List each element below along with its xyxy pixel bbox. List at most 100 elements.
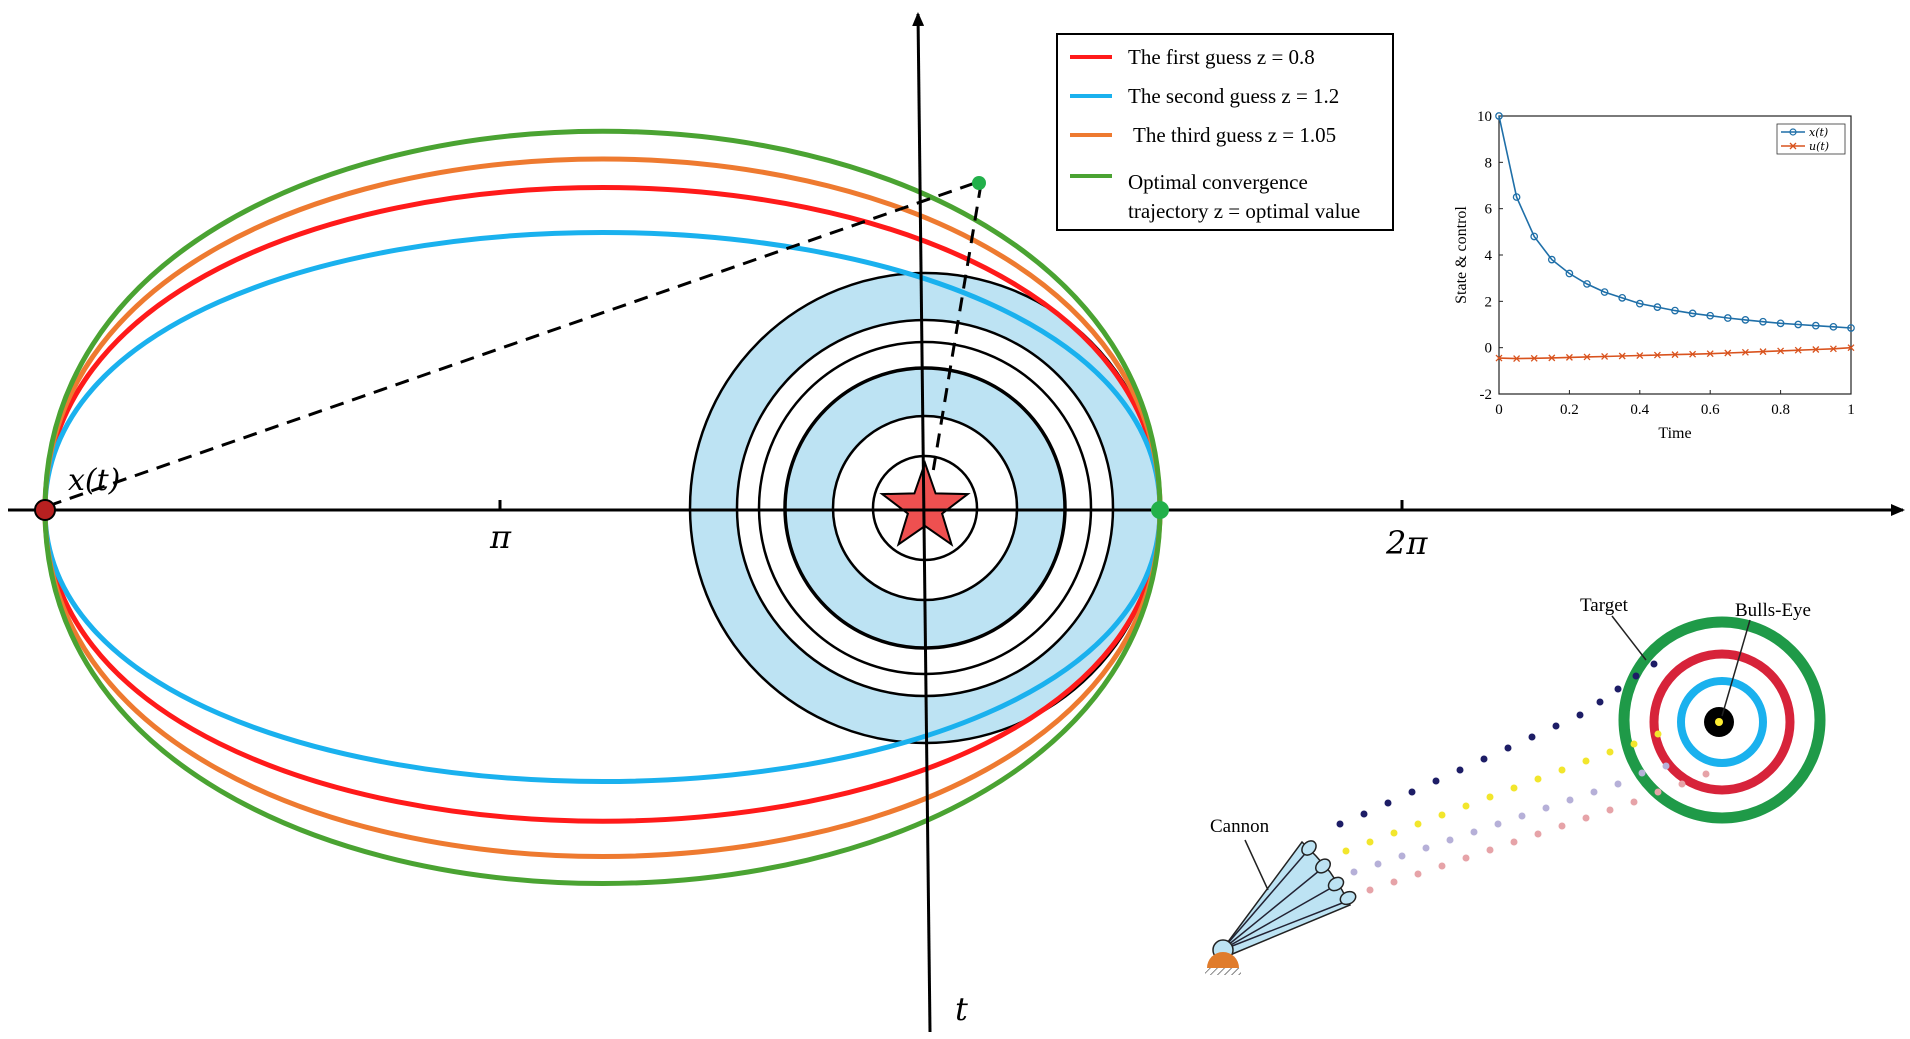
inset-point-u [1583,353,1591,361]
target-ring-green [1618,616,1826,824]
terminal-point [972,176,986,190]
inset-point-x [1706,311,1715,320]
dashed-line-to-endpoint [47,180,979,508]
inset-point-x [1829,322,1838,331]
target-ring-blue [1677,677,1767,767]
inset-point-x [1794,320,1803,329]
target-label: Target [1580,595,1629,616]
cannon-ground [1205,968,1241,975]
inset-x-tick-label: 0 [1495,402,1503,418]
bullseye-callout-line [1721,619,1751,717]
legend: The first guess z = 0.8 The second guess… [1056,33,1394,231]
inset-point-u [1565,353,1573,361]
end-point [1151,501,1169,519]
cannon-muzzle-3 [1327,876,1345,892]
inset-point-x [1811,321,1820,330]
inset-point-x [1776,319,1785,328]
inset-series-line-x [1498,115,1852,329]
inset-legend-label-x: x(t) [1809,126,1828,139]
inset-point-u [1636,352,1644,360]
inset-point-u [1812,346,1820,353]
inset-y-tick-label: 0 [1485,341,1493,357]
inset-point-x [1495,112,1503,120]
inset-point-u [1829,345,1837,353]
inset-point-x [1635,299,1644,308]
cannon-barrel-4 [1221,899,1351,951]
cannon-icon [1205,840,1357,975]
inset-point-x [1847,324,1855,332]
bullseye-dot [1715,718,1723,726]
cannon-scene: Target Bulls-Eye Cannon [1205,595,1826,975]
inset-point-u [1548,354,1556,362]
inset-point-x [1565,269,1574,278]
inset-x-tick-label: 0.4 [1630,402,1649,418]
tick-label-2pi: 2π [1385,524,1428,562]
inset-x-tick-label: 0.8 [1771,402,1790,418]
inset-point-x [1512,193,1521,201]
inset-point-u [1601,353,1609,360]
inset-y-tick-label: -2 [1480,387,1493,403]
t-axis-label: t [955,990,968,1028]
inset-point-x [1547,255,1556,264]
inset-point-x [1618,294,1627,302]
legend-label-second: The second guess z = 1.2 [1128,84,1339,108]
inset-point-x [1653,303,1662,311]
cannon-muzzle-1 [1301,840,1317,856]
shot-dots-navy [1336,660,1658,828]
cannon-barrel-2 [1221,865,1326,951]
inset-point-u [1706,350,1714,358]
inset-point-u [1741,348,1749,356]
inset-legend-label-u: u(t) [1809,140,1829,153]
legend-box [1056,33,1394,231]
inset-point-x [1723,314,1732,322]
shot-dots-yellow [1342,730,1662,855]
shot-dots-lavender [1350,762,1670,876]
inset-series [1495,112,1855,363]
inset-point-u [1847,344,1855,352]
inset-point-x [1583,280,1591,288]
bullseye-label: Bulls-Eye [1735,600,1811,621]
start-point [34,499,56,521]
inset-y-tick-label: 8 [1485,155,1493,171]
shot-dots-pink [1366,770,1710,894]
legend-label-third: The third guess z = 1.05 [1133,123,1336,147]
cannon-callout-line [1244,839,1269,891]
inset-y-tick-label: 4 [1485,248,1493,264]
legend-label-optimal-line1: Optimal convergence [1128,170,1308,194]
inset-point-u [1653,351,1661,359]
inset-point-u [1618,352,1626,360]
cannon-barrel-3 [1221,883,1339,951]
inset-point-u [1689,350,1697,358]
t-axis [912,12,932,1033]
cannon-barrel-1 [1221,847,1311,951]
inset-point-u [1777,347,1785,355]
dashed-line-to-center [930,183,983,479]
inset-x-label: Time [1658,425,1691,442]
tick-label-pi: π [489,518,512,556]
inset-point-u [1495,354,1503,362]
cannon-base [1207,952,1239,968]
inset-x-tick-label: 0.2 [1560,402,1579,418]
legend-label-optimal-line2: trajectory z = optimal value [1128,199,1360,223]
cannon-muzzle-4 [1339,890,1357,906]
legend-label-first: The first guess z = 0.8 [1128,45,1315,69]
inset-legend-marker-u [1789,142,1797,150]
inset-point-u [1794,346,1802,354]
inset-point-x [1741,316,1750,324]
inset-y-tick-label: 2 [1485,294,1493,310]
inset-point-u [1530,354,1538,362]
inset-point-x [1600,288,1609,296]
inset-point-x [1759,317,1767,326]
inset-x-tick-label: 1 [1847,402,1855,418]
inset-point-x [1530,232,1539,241]
inset-legend-marker-x [1789,128,1797,136]
dashed-guides [47,180,983,508]
inset-legend-box [1776,123,1846,155]
inset-y-label: State & control [1453,206,1470,304]
inset-plot-frame [1498,115,1852,395]
cannon-label: Cannon [1210,816,1270,837]
inset-y-tick-label: 6 [1485,202,1493,218]
target-ring-red [1649,649,1795,795]
